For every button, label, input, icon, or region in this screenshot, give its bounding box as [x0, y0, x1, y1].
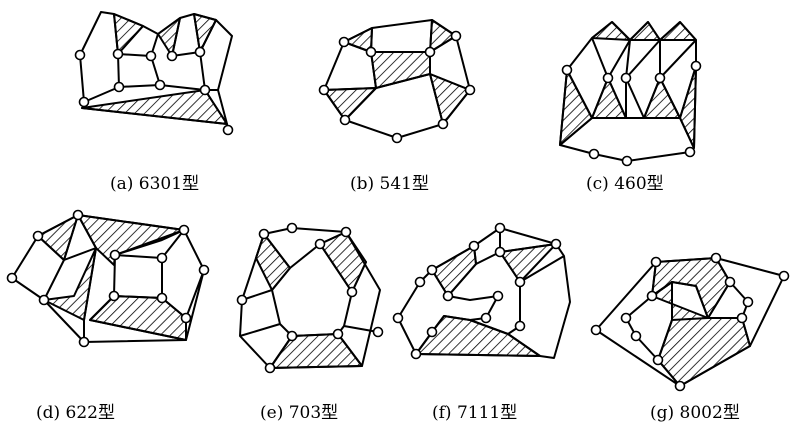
vertex-node — [552, 240, 561, 249]
vertex-node — [744, 298, 753, 307]
diagram-e — [238, 224, 383, 373]
hatched-face — [592, 78, 626, 118]
vertex-node — [334, 330, 343, 339]
vertex-node — [394, 314, 403, 323]
vertex-node — [80, 338, 89, 347]
vertex-node — [180, 226, 189, 235]
diagram-b — [320, 20, 475, 143]
diagram-d — [8, 211, 209, 347]
vertex-node — [470, 242, 479, 251]
vertex-node — [496, 224, 505, 233]
vertex-node — [494, 292, 503, 301]
vertex-node — [416, 278, 425, 287]
vertex-node — [686, 148, 695, 157]
vertex-node — [374, 328, 383, 337]
caption-g: (g) 8002型 — [650, 403, 740, 423]
vertex-node — [654, 356, 663, 365]
vertex-node — [341, 116, 350, 125]
vertex-node — [168, 52, 177, 61]
vertex-node — [34, 232, 43, 241]
vertex-node — [224, 126, 233, 135]
vertex-node — [342, 228, 351, 237]
vertex-node — [648, 292, 657, 301]
vertex-node — [592, 326, 601, 335]
vertex-node — [692, 62, 701, 71]
vertex-node — [238, 296, 247, 305]
vertex-node — [444, 292, 453, 301]
vertex-node — [316, 240, 325, 249]
caption-c: (c) 460型 — [586, 174, 664, 194]
vertex-node — [466, 86, 475, 95]
vertex-node — [516, 278, 525, 287]
vertex-node — [158, 254, 167, 263]
vertex-node — [622, 74, 631, 83]
hatched-face — [90, 296, 186, 340]
vertex-node — [158, 294, 167, 303]
caption-a: (a) 6301型 — [110, 174, 199, 194]
vertex-node — [40, 296, 49, 305]
vertex-node — [288, 224, 297, 233]
diagram-a — [76, 12, 233, 135]
hatched-face — [592, 22, 630, 40]
vertex-node — [428, 266, 437, 275]
vertex-node — [182, 314, 191, 323]
vertex-node — [604, 74, 613, 83]
vertex-node — [111, 251, 120, 260]
vertex-node — [110, 292, 119, 301]
vertex-node — [393, 134, 402, 143]
vertex-node — [452, 32, 461, 41]
diagram-f — [394, 224, 571, 359]
vertex-node — [340, 38, 349, 47]
vertex-node — [260, 230, 269, 239]
edges — [560, 22, 696, 161]
vertex-node — [320, 86, 329, 95]
diagram-c — [560, 22, 701, 166]
caption-b: (b) 541型 — [350, 174, 429, 194]
vertex-node — [147, 52, 156, 61]
vertex-node — [656, 74, 665, 83]
vertex-node — [780, 272, 789, 281]
vertex-node — [676, 382, 685, 391]
vertex-node — [726, 278, 735, 287]
vertex-node — [201, 86, 210, 95]
vertex-node — [288, 332, 297, 341]
caption-d: (d) 622型 — [36, 403, 115, 423]
vertex-node — [712, 254, 721, 263]
vertex-node — [738, 314, 747, 323]
vertex-node — [428, 328, 437, 337]
caption-f: (f) 7111型 — [432, 403, 517, 423]
vertex-node — [590, 150, 599, 159]
vertex-node — [156, 81, 165, 90]
vertex-node — [563, 66, 572, 75]
vertex-node — [652, 258, 661, 267]
vertex-node — [439, 120, 448, 129]
vertex-node — [623, 157, 632, 166]
vertex-node — [632, 332, 641, 341]
vertex-node — [74, 211, 83, 220]
vertex-node — [482, 314, 491, 323]
vertex-node — [367, 48, 376, 57]
vertex-node — [412, 350, 421, 359]
vertex-node — [76, 51, 85, 60]
vertex-node — [622, 314, 631, 323]
diagram-g — [592, 254, 789, 391]
vertex-node — [8, 274, 17, 283]
vertex-node — [115, 83, 124, 92]
caption-e: (e) 703型 — [260, 403, 338, 423]
vertex-node — [200, 266, 209, 275]
vertex-node — [196, 48, 205, 57]
vertex-node — [496, 248, 505, 257]
vertex-node — [114, 50, 123, 59]
vertex-node — [80, 98, 89, 107]
hatched-face — [270, 334, 362, 368]
vertex-node — [266, 364, 275, 373]
vertex-node — [516, 322, 525, 331]
vertex-node — [348, 288, 357, 297]
vertex-node — [426, 48, 435, 57]
